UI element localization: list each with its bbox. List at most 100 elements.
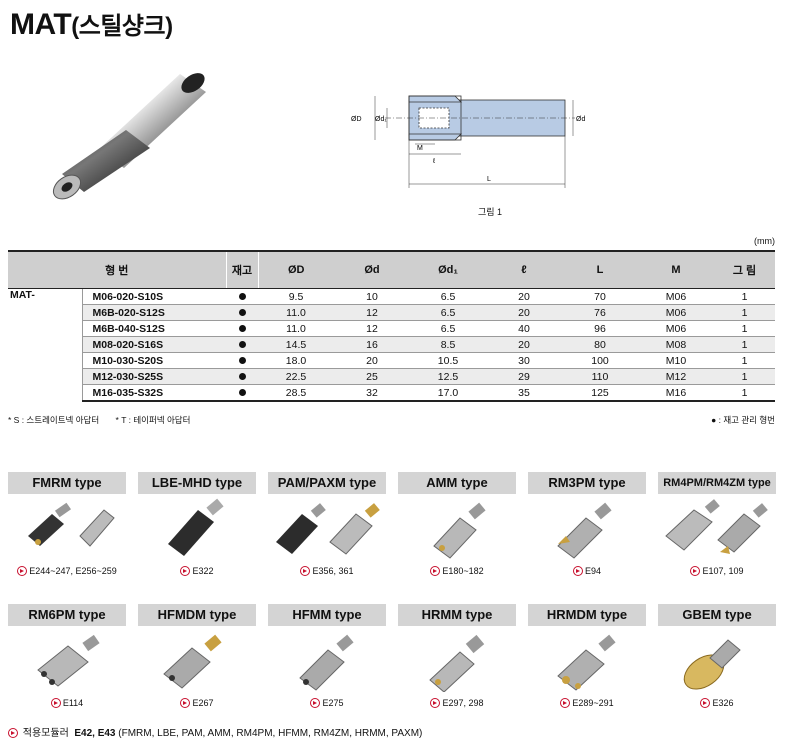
note-straight: * S : 스트레이트넥 아답터	[8, 415, 100, 425]
unit-label: (mm)	[754, 236, 775, 246]
figure-caption: 그림 1	[478, 207, 503, 217]
cell-M: M06	[638, 304, 714, 321]
cutter-image	[557, 502, 612, 559]
type-card-pam-paxm[interactable]: PAM/PAXM type E356, 361	[268, 472, 386, 582]
cell-D: 14.5	[258, 336, 334, 353]
reference-arrow-icon	[180, 566, 191, 576]
type-card-fmrm[interactable]: FMRM type E244~247, E256~259	[8, 472, 126, 582]
cell-D: 22.5	[258, 368, 334, 385]
cell-l: 40	[486, 320, 562, 337]
reference-arrow-icon	[690, 566, 701, 576]
type-card-gbem[interactable]: GBEM type E326	[658, 604, 776, 714]
reference-text: E180~182	[442, 566, 484, 576]
type-name: FMRM type	[8, 472, 126, 494]
cell-l: 20	[486, 304, 562, 321]
cell-model: M10-030-S20S	[81, 352, 226, 369]
cell-d1: 8.5	[410, 336, 486, 353]
table-row: M6B-020-S12S 11.0 12 6.5 20 76 M06 1	[8, 304, 775, 321]
cell-d1: 6.5	[410, 304, 486, 321]
cell-l: 30	[486, 352, 562, 369]
type-name: RM3PM type	[528, 472, 646, 494]
cell-d1: 6.5	[410, 288, 486, 305]
label-od1: Ød₁	[375, 116, 387, 123]
cell-d: 25	[334, 368, 410, 385]
cell-D: 11.0	[258, 304, 334, 321]
cell-fig: 1	[714, 384, 775, 402]
stock-dot-icon	[238, 308, 246, 316]
type-name: RM6PM type	[8, 604, 126, 626]
cell-M: M06	[638, 320, 714, 337]
cell-M: M16	[638, 384, 714, 402]
cell-d: 20	[334, 352, 410, 369]
cutter-image	[683, 639, 741, 690]
cell-d1: 17.0	[410, 384, 486, 402]
reference-text: E356, 361	[312, 566, 354, 576]
technical-drawing: ØD Ød₁ Ød M ℓ L	[351, 95, 585, 188]
type-card-lbe-mhd[interactable]: LBE-MHD type E322	[138, 472, 256, 582]
stock-dot-icon	[238, 356, 246, 364]
type-card-rm3pm[interactable]: RM3PM type E94	[528, 472, 646, 582]
spec-table: 형 번 재고 ØD Ød Ød₁ ℓ L M 그 림 MAT- M06-020-…	[8, 250, 775, 402]
reference-arrow-icon	[430, 566, 441, 576]
label-od: Ød	[576, 116, 585, 123]
cell-d: 12	[334, 304, 410, 321]
reference-arrow-icon	[310, 698, 321, 708]
type-card-rm4pm-rm4zm[interactable]: RM4PM/RM4ZM type E107, 109	[658, 472, 776, 582]
header-l: ℓ	[486, 250, 562, 289]
cell-l: 20	[486, 288, 562, 305]
reference-text: E275	[322, 698, 344, 708]
type-card-rm6pm[interactable]: RM6PM type E114	[8, 604, 126, 714]
cell-fig: 1	[714, 304, 775, 321]
page-reference: E267	[138, 698, 256, 708]
table-header-row: 형 번 재고 ØD Ød Ød₁ ℓ L M 그 림	[8, 250, 775, 289]
cutter-image	[168, 498, 224, 556]
type-card-hrmm[interactable]: HRMM type E297, 298	[398, 604, 516, 714]
reference-arrow-icon	[560, 698, 571, 708]
type-name: PAM/PAXM type	[268, 472, 386, 494]
cell-L: 80	[562, 336, 638, 353]
footer-label: 적용모듈러	[22, 728, 69, 739]
cell-D: 9.5	[258, 288, 334, 305]
type-name: HRMM type	[398, 604, 516, 626]
header-L: L	[562, 250, 638, 289]
cell-stock	[226, 336, 258, 353]
type-card-amm[interactable]: AMM type E180~182	[398, 472, 516, 582]
header-fig: 그 림	[714, 250, 775, 289]
cell-stock	[226, 320, 258, 337]
cell-d1: 12.5	[410, 368, 486, 385]
title-sub: (스틸샹크)	[71, 13, 173, 40]
cell-d1: 6.5	[410, 320, 486, 337]
reference-arrow-icon	[50, 698, 61, 708]
table-row: M12-030-S25S 22.5 25 12.5 29 110 M12 1	[8, 368, 775, 385]
type-card-hrmdm[interactable]: HRMDM type E289~291	[528, 604, 646, 714]
type-name: AMM type	[398, 472, 516, 494]
page-reference: E275	[268, 698, 386, 708]
cell-d: 10	[334, 288, 410, 305]
header-d1: Ød₁	[410, 250, 486, 289]
steel-shank-image	[52, 73, 206, 200]
cell-fig: 1	[714, 368, 775, 385]
cutter-image	[28, 502, 115, 547]
stock-dot-icon	[238, 372, 246, 380]
cell-D: 11.0	[258, 320, 334, 337]
type-card-hfmm[interactable]: HFMM type E275	[268, 604, 386, 714]
cell-l: 35	[486, 384, 562, 402]
notes: * S : 스트레이트넥 아답터 * T : 테이퍼넥 아답터	[8, 414, 204, 426]
reference-text: E107, 109	[702, 566, 744, 576]
footer-codes: E42, E43	[74, 728, 116, 739]
page-title: MAT(스틸샹크)	[10, 6, 173, 42]
table-row: M08-020-S16S 14.5 16 8.5 20 80 M08 1	[8, 336, 775, 353]
cell-stock	[226, 288, 258, 305]
cell-D: 28.5	[258, 384, 334, 402]
cell-L: 100	[562, 352, 638, 369]
cell-fig: 1	[714, 352, 775, 369]
cell-model: M6B-040-S12S	[81, 320, 226, 337]
header-d: Ød	[334, 250, 410, 289]
cutter-image	[163, 634, 222, 689]
page-reference: E94	[528, 566, 646, 576]
page-reference: E244~247, E256~259	[8, 566, 126, 576]
stock-legend: ● : 재고 관리 형번	[711, 415, 775, 425]
reference-text: E289~291	[572, 698, 614, 708]
type-card-hfmdm[interactable]: HFMDM type E267	[138, 604, 256, 714]
reference-text: E244~247, E256~259	[29, 566, 117, 576]
